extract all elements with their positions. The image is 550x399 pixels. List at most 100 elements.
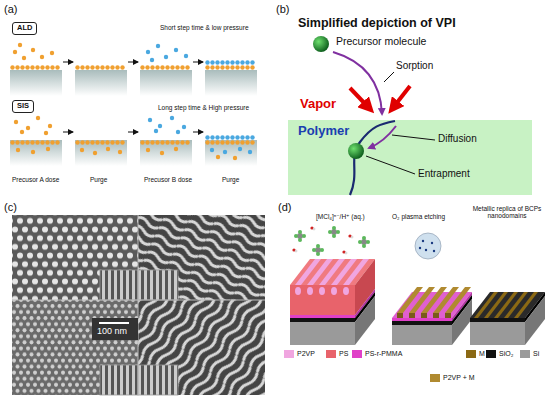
etched-slab xyxy=(397,287,471,313)
sis-row xyxy=(44,131,48,135)
scale-patch xyxy=(92,318,138,340)
sis-row xyxy=(210,148,214,152)
sis-row xyxy=(14,116,237,160)
sis-row xyxy=(26,126,30,130)
part-label: Precursor molecule xyxy=(336,35,426,47)
sis-row xyxy=(10,116,257,166)
etched-slab xyxy=(445,287,471,313)
ald-row xyxy=(75,70,127,96)
ald-row xyxy=(156,44,160,48)
metal-replica-slab xyxy=(470,292,545,345)
ald-row xyxy=(193,62,203,63)
molecules xyxy=(313,228,315,230)
bcp-film-slab xyxy=(355,296,375,345)
bcp-film-slab xyxy=(331,287,337,295)
sis-row xyxy=(158,124,162,128)
sis-row xyxy=(148,116,252,154)
molecules xyxy=(312,248,316,252)
ald-row xyxy=(10,65,60,70)
etched-slab xyxy=(433,313,439,318)
metal-replica-slab xyxy=(514,292,538,318)
leader-line xyxy=(392,135,435,140)
sis-row xyxy=(75,140,125,145)
molecules xyxy=(292,226,351,253)
legend-text: M xyxy=(479,350,485,358)
sem-image xyxy=(100,365,138,395)
sem-image xyxy=(138,215,139,395)
bcp-film-slab xyxy=(343,287,349,295)
plasma-bubble xyxy=(419,240,435,252)
sis-row xyxy=(63,132,73,133)
sis-row xyxy=(46,147,50,151)
ald-row xyxy=(22,56,26,60)
etched-slab xyxy=(392,325,452,345)
etched-slab xyxy=(392,318,452,321)
sis-row xyxy=(10,140,60,145)
part-label: Diffusion xyxy=(438,133,477,145)
sis-row xyxy=(80,148,84,152)
bcp-film-slab xyxy=(319,287,325,295)
molecules xyxy=(351,236,353,238)
ald-row xyxy=(31,48,35,52)
ald-row xyxy=(40,55,44,59)
sis-row xyxy=(75,140,127,166)
molecules xyxy=(316,252,320,256)
molecules xyxy=(316,244,320,248)
method-tag: SIS xyxy=(12,100,34,113)
vpi-sketch xyxy=(288,36,532,195)
legend-swatch xyxy=(352,350,362,358)
legend-swatch xyxy=(466,350,476,358)
sem-image xyxy=(12,215,265,395)
molecules xyxy=(362,236,366,240)
sis-row xyxy=(176,130,180,134)
molecules xyxy=(295,228,353,254)
ald-row xyxy=(146,50,150,54)
plasma-bubble xyxy=(425,249,427,251)
polymer-region: PolymerDiffusionEntrapment xyxy=(288,120,532,195)
sorption-arrow xyxy=(333,52,382,114)
molecules xyxy=(328,226,340,238)
panel-letter: (d) xyxy=(278,201,291,214)
sis-row xyxy=(216,155,220,159)
sis-row xyxy=(118,150,122,154)
legend-item: P2VP + M xyxy=(430,374,475,382)
molecules xyxy=(345,252,347,254)
etched-slab xyxy=(397,313,451,318)
molecules xyxy=(366,240,370,244)
etched-slab xyxy=(421,313,427,318)
ald-row xyxy=(140,70,192,96)
ald-row xyxy=(128,62,138,63)
plasma-bubble xyxy=(419,247,421,249)
etched-slab xyxy=(409,313,415,318)
legend-item: PS xyxy=(326,350,348,358)
sis-row xyxy=(16,148,20,152)
sis-row xyxy=(31,150,35,154)
plasma-bubble xyxy=(415,233,441,259)
bcp-film-slab xyxy=(295,287,301,295)
ald-row xyxy=(174,48,178,52)
ald-row xyxy=(50,51,54,55)
molecules xyxy=(298,238,302,242)
molecules xyxy=(358,240,362,244)
sis-row xyxy=(233,156,237,160)
sis-row xyxy=(140,140,190,145)
legend-swatch xyxy=(284,350,294,358)
scale-bar xyxy=(99,322,129,324)
step-label: Precusor B dose xyxy=(144,176,192,183)
ald-row xyxy=(140,65,190,70)
sis-row xyxy=(20,130,24,134)
sem-image xyxy=(12,300,138,395)
sis-row xyxy=(223,150,227,154)
molecules xyxy=(336,230,340,234)
molecules xyxy=(294,230,306,242)
step-label: Precusor A dose xyxy=(12,176,59,183)
legend-text: Si xyxy=(533,350,539,358)
sis-row xyxy=(36,116,40,120)
sis-row xyxy=(193,132,203,133)
legend-swatch xyxy=(326,350,336,358)
molecules xyxy=(332,234,336,238)
molecules xyxy=(292,226,370,256)
sem-image xyxy=(138,270,178,300)
plasma-bubble xyxy=(431,242,433,244)
ald-row xyxy=(63,62,73,63)
